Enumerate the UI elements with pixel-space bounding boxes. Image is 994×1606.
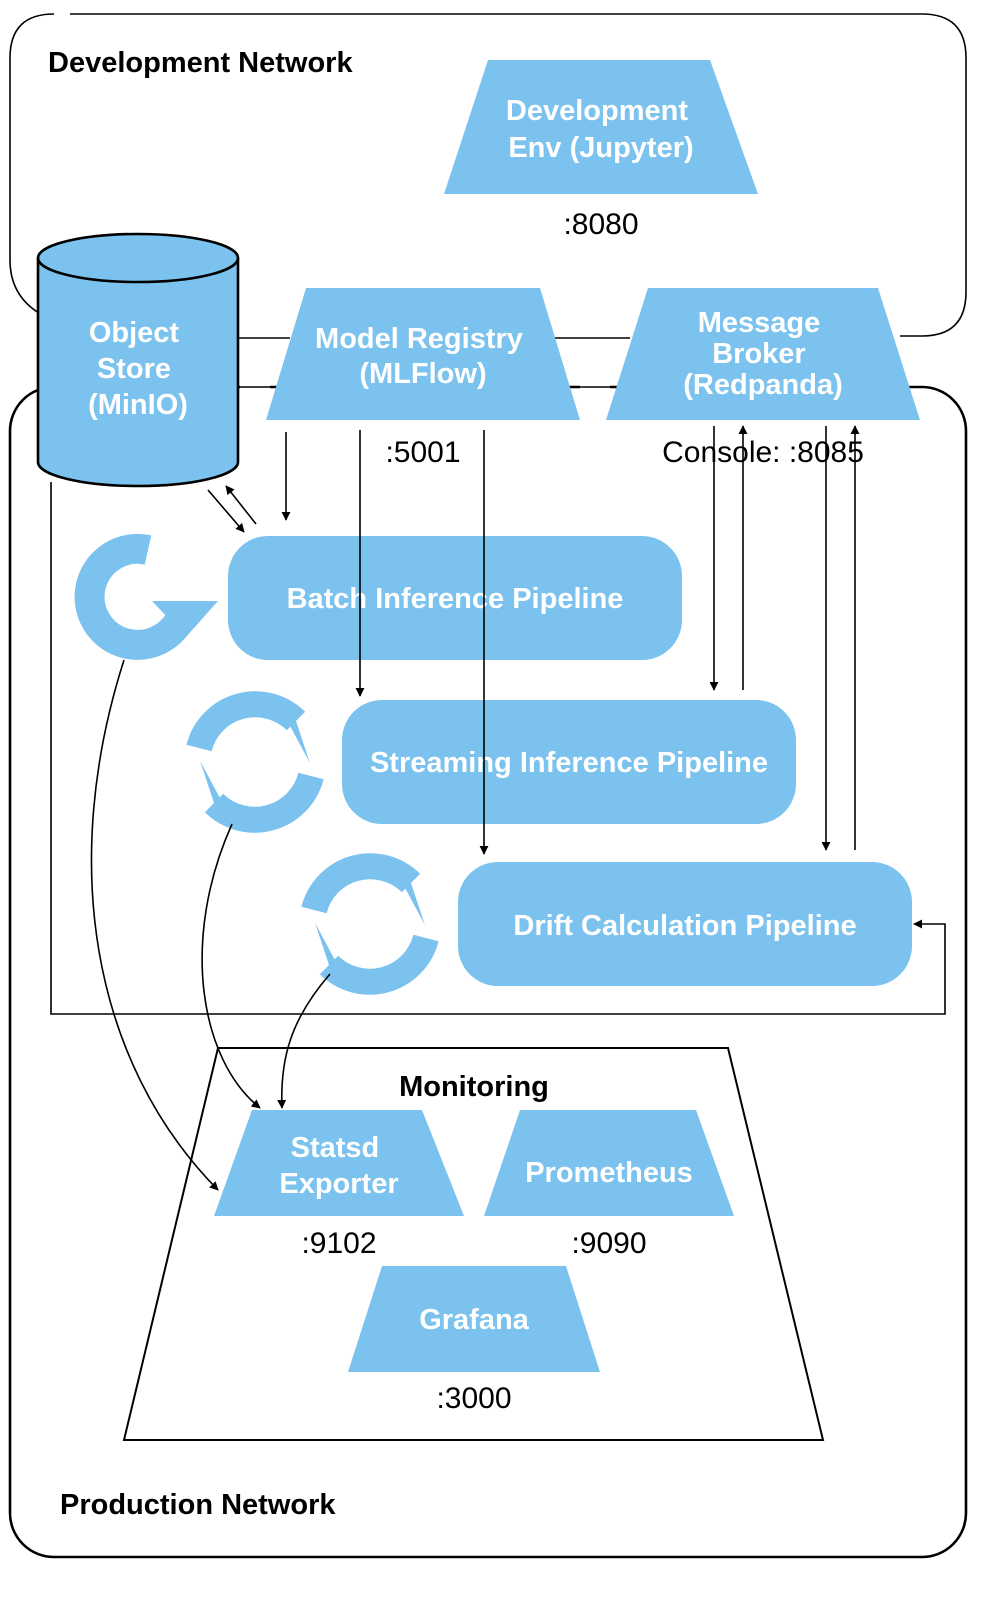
statsd-exporter-port: :9102 <box>301 1227 376 1260</box>
connector-batch-metrics <box>90 659 219 1191</box>
grafana-label: Grafana <box>419 1304 529 1336</box>
refresh-cycle-icon <box>305 862 434 985</box>
grafana-port: :3000 <box>436 1382 511 1415</box>
connector-batch-to-store <box>225 485 257 525</box>
object-store-label: Object Store (MinIO) <box>88 317 188 421</box>
connector-drift-metrics <box>277 973 331 1109</box>
refresh-cycle-icon <box>190 700 319 823</box>
statsd-exporter-shape <box>214 1110 464 1216</box>
development-network-label: Development Network <box>48 47 353 79</box>
production-network-label: Production Network <box>60 1489 336 1521</box>
batch-pipeline-label: Batch Inference Pipeline <box>287 583 624 615</box>
streaming-pipeline-box <box>342 700 796 824</box>
grafana-shape <box>348 1266 600 1372</box>
streaming-pipeline-label: Streaming Inference Pipeline <box>370 747 768 779</box>
connector-store-to-batch <box>207 489 245 533</box>
statsd-exporter-label: Statsd Exporter <box>279 1132 398 1200</box>
monitoring-label: Monitoring <box>399 1071 549 1103</box>
model-registry-port: :5001 <box>385 436 460 469</box>
connector-streaming-metrics <box>201 823 261 1109</box>
prometheus-shape <box>484 1110 734 1216</box>
object-store-shape <box>36 232 240 488</box>
prometheus-port: :9090 <box>571 1227 646 1260</box>
development-network-boundary <box>9 13 967 337</box>
connectors <box>50 425 946 1191</box>
prometheus-label: Prometheus <box>525 1157 693 1189</box>
rotate-arrow-icon <box>74 533 218 660</box>
model-registry-label: Model Registry (MLFlow) <box>315 323 531 390</box>
monitoring-boundary <box>122 1047 825 1441</box>
connector-store-to-drift <box>50 482 946 1015</box>
drift-pipeline-box <box>458 862 912 986</box>
message-broker-label: Message Broker (Redpanda) <box>683 307 843 401</box>
message-broker-port: Console: :8085 <box>662 436 864 469</box>
batch-pipeline-box <box>228 536 682 660</box>
jupyter-env-label: Development Env (Jupyter) <box>506 95 696 164</box>
jupyter-env-shape <box>444 60 758 194</box>
jupyter-port: :8080 <box>563 208 638 241</box>
model-registry-shape <box>266 288 580 420</box>
drift-pipeline-label: Drift Calculation Pipeline <box>513 910 856 942</box>
message-broker-shape <box>606 288 920 420</box>
